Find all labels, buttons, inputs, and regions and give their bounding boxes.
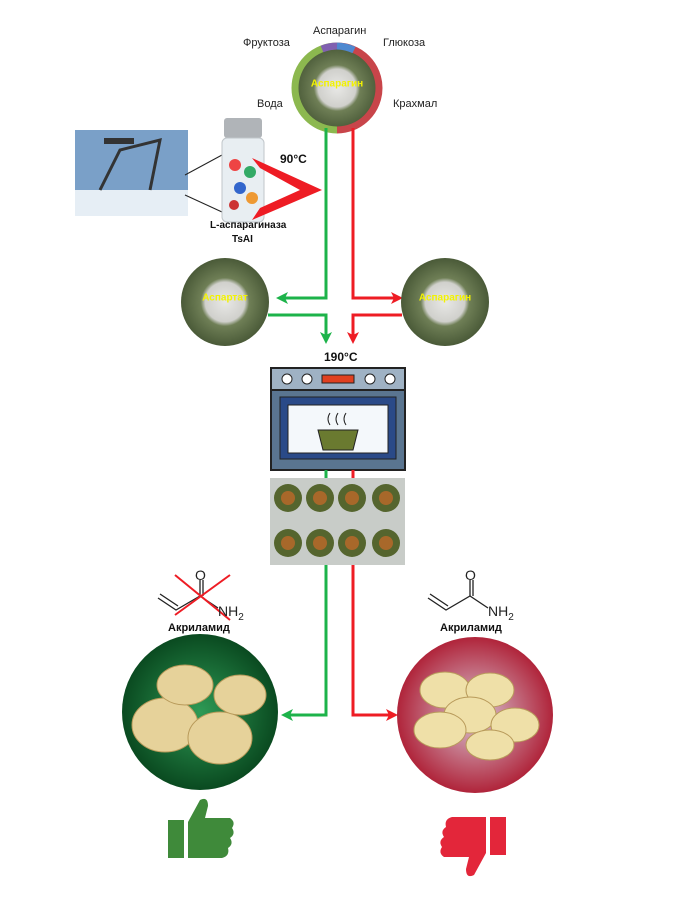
label-glucose: Глюкоза [383,37,426,49]
green-flow-1 [276,128,328,304]
acrylamide-right-amine: NH2 [488,603,514,623]
label-water: Вода [257,98,283,110]
acrylamide-right-name: Акриламид [440,622,502,634]
top-cup [291,42,383,134]
oil-pump-photo [75,130,188,216]
vial-icon [221,118,265,223]
red-flow-2 [347,313,402,344]
asparagine-cup-label: Аспарагин [418,292,472,304]
heat-chevron-icon [252,158,322,220]
red-flow-1 [351,128,403,304]
asparagine-cup [401,258,489,346]
cookies-tray-photo [270,478,405,565]
low-acrylamide-cookies-photo [122,634,278,790]
acrylamide-left-oxygen: O [195,567,206,583]
label-fructose: Фруктоза [243,37,290,49]
aspartate-cup-label: Аспартат [202,292,248,304]
label-starch: Крахмал [393,98,438,110]
red-flow-3 [351,565,398,721]
thumbs-down-icon [440,817,506,877]
baking-temperature: 190°C [324,350,358,364]
acrylamide-right-oxygen: O [465,567,476,583]
enzyme-strain: TsAI [232,234,253,245]
green-flow-2 [268,313,332,344]
top-cup-label: Аспарагин [310,78,364,90]
enzyme-name: L-аспарагиназа [210,220,287,231]
oven-icon [270,367,406,471]
green-flow-3 [281,565,328,721]
acrylamide-left-name: Акриламид [168,622,230,634]
acrylamide-right-structure [427,580,489,611]
aspartate-cup [181,258,269,346]
thumbs-up-icon [168,798,234,858]
high-acrylamide-cookies-photo [397,637,553,793]
label-asparagine: Аспарагин [313,25,367,37]
acrylamide-crossed-icon [174,574,231,621]
treatment-temperature: 90°C [280,152,307,166]
acrylamide-left-amine: NH2 [218,603,244,623]
